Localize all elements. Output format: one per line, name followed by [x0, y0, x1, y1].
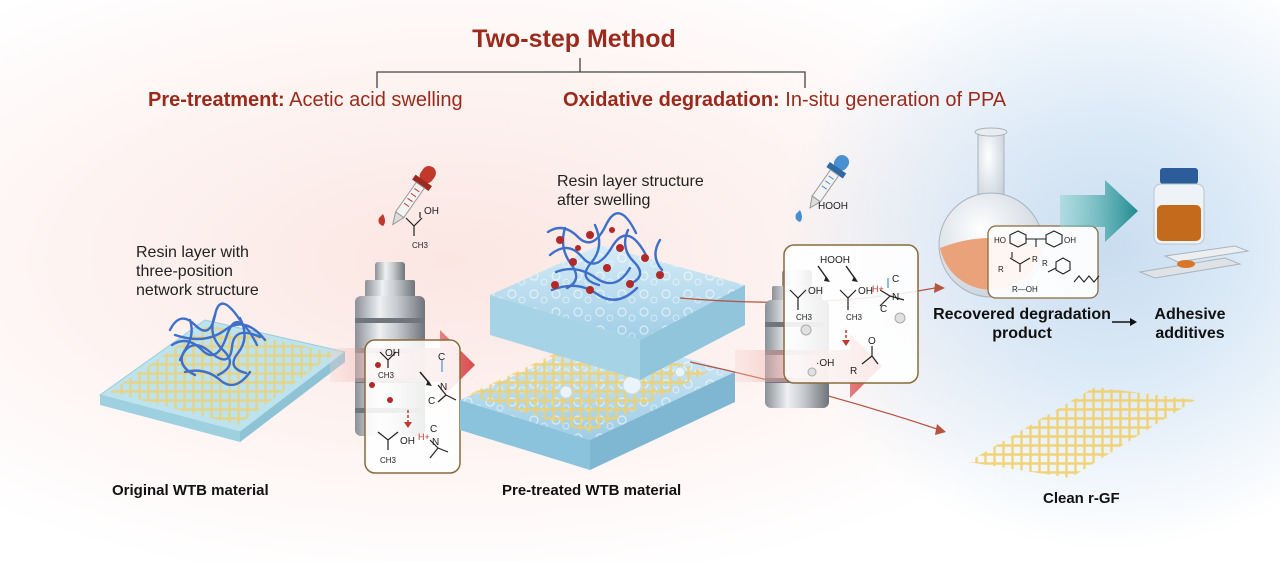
chem-inset2-ch3-1: CH3	[796, 313, 813, 322]
chem-radical-o: O	[868, 336, 876, 347]
step-oxidative-text: In-situ generation of PPA	[785, 89, 1007, 111]
mechanism-inset-2	[783, 244, 919, 384]
label-recovered-product: Recovered degradation product	[933, 306, 1111, 342]
chem-product-r1: R	[998, 265, 1004, 274]
chem-radical-r: R	[850, 366, 857, 377]
chem-product-roh: R—OH	[1012, 285, 1038, 294]
chem-inset2-ch3-2: CH3	[846, 313, 863, 322]
chem-inset1-ch3-2: CH3	[380, 456, 397, 465]
chem-inset1-oh: OH	[385, 348, 400, 359]
mechanism-inset-1-content	[369, 351, 457, 459]
chem-product-r2: R	[1032, 255, 1038, 264]
title-bracket	[376, 58, 806, 88]
caption-original-wtb: Original WTB material	[112, 482, 269, 499]
right-arrow-icon	[1112, 318, 1137, 326]
chem-product-oh: OH	[1064, 236, 1076, 245]
teal-arrow	[1060, 180, 1138, 242]
chem-inset2-c2: C	[880, 304, 887, 315]
chem-product-ho: HO	[994, 236, 1006, 245]
chem-inset2-hplus: H+	[872, 284, 884, 294]
adhesive-sample-icon	[1138, 245, 1250, 279]
chem-product-r3: R	[1042, 259, 1048, 268]
chem-hooh-inset: HOOH	[820, 255, 850, 266]
red-dropper-icon	[378, 165, 436, 226]
label-resin-network: Resin layer with three-position network …	[136, 244, 259, 299]
chem-inset1-c1: C	[438, 352, 445, 363]
chem-oh-1: OH	[424, 206, 439, 217]
original-wtb-slab	[98, 319, 347, 442]
step-pretreatment-label: Pre-treatment:	[148, 89, 285, 111]
clean-rgf-mesh	[968, 387, 1195, 478]
product-structures-content	[1009, 230, 1100, 283]
blue-dropper-icon	[795, 155, 850, 222]
label-resin-swelling: Resin layer structure after swelling	[557, 173, 704, 209]
chem-inset2-oh2: OH	[858, 286, 873, 297]
acetic-acid-dots	[551, 227, 664, 294]
chem-radical-oh: ·OH	[816, 358, 834, 369]
chem-inset1-oh2: OH	[400, 436, 415, 447]
chem-inset1-c3: C	[430, 424, 437, 435]
chem-labels: OH CH3 OH CH3 C N C OH H+ N CH3 C HOOH H…	[378, 201, 1076, 465]
chem-inset1-hplus: H+	[418, 432, 430, 442]
caption-clean-rgf: Clean r-GF	[1043, 490, 1120, 507]
mechanism-inset-2-content	[789, 265, 906, 377]
resin-network-swollen	[546, 212, 664, 301]
acetic-acid-molecule-1	[405, 212, 423, 236]
chem-inset1-ch3: CH3	[378, 371, 395, 380]
caption-pretreated-wtb: Pre-treated WTB material	[502, 482, 682, 499]
mechanism-inset-1	[364, 339, 461, 474]
chem-inset2-oh1: OH	[808, 286, 823, 297]
step-pretreatment: Pre-treatment: Acetic acid swelling	[148, 89, 463, 112]
vial-icon	[1153, 168, 1205, 245]
chem-inset1-n2: N	[432, 437, 439, 448]
step-oxidative-label: Oxidative degradation:	[563, 89, 780, 111]
page-title: Two-step Method	[472, 25, 676, 53]
chem-inset1-n1: N	[440, 382, 447, 393]
step-pretreatment-text: Acetic acid swelling	[289, 89, 463, 111]
resin-network-original	[168, 302, 267, 387]
chem-inset1-c2: C	[428, 396, 435, 407]
product-structures-inset	[987, 225, 1099, 299]
chem-hooh-dropper: HOOH	[818, 201, 848, 212]
chem-inset2-c1: C	[892, 274, 899, 285]
chem-inset2-n: N	[892, 292, 899, 303]
pretreated-wtb-layers	[460, 245, 745, 470]
label-adhesive-additives: Adhesive additives	[1154, 306, 1226, 342]
step-oxidative: Oxidative degradation: In-situ generatio…	[563, 89, 1006, 112]
chem-ch3-1: CH3	[412, 241, 429, 250]
